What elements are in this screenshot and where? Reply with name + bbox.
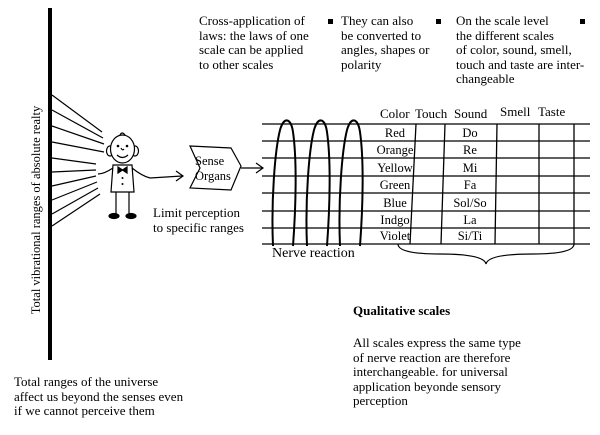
sense-organs-label: Sense Organs (195, 154, 231, 183)
sound-cell: Mi (462, 161, 478, 175)
color-cell: Red (384, 126, 406, 140)
column-header-color: Color (380, 106, 410, 121)
column-header-touch: Touch (415, 106, 448, 121)
column-header-sound: Sound (454, 106, 488, 121)
color-cell: Violet (379, 229, 411, 243)
note-interchangeable: On the scale level the different scales … (456, 13, 585, 86)
nerve-reaction-label: Nerve reaction (272, 246, 355, 261)
note-bullet (580, 19, 585, 24)
limit-perception-label: Limit perception to specific ranges (153, 205, 244, 235)
arrow-to-sense-organs (149, 170, 185, 182)
sound-cell: La (463, 213, 477, 227)
color-cell: Blue (383, 196, 407, 210)
person-figure (97, 132, 151, 220)
qualitative-title: Qualitative scales (353, 303, 451, 318)
qualitative-body: All scales express the same type of nerv… (353, 335, 521, 408)
sound-cell: Re (463, 143, 477, 157)
sound-cell: Fa (463, 178, 477, 192)
table-brace (397, 243, 575, 265)
note-conversion: They can also be converted to angles, sh… (341, 13, 430, 72)
sense-organs-box (189, 145, 242, 191)
color-cell: Green (379, 178, 411, 192)
scale-table-columns (409, 123, 575, 245)
arrow-to-nerve-reaction (241, 162, 265, 174)
color-cell: Orange (376, 143, 414, 157)
note-bullet (328, 19, 333, 24)
color-cell: Indgo (380, 213, 410, 227)
note-bullet (436, 19, 441, 24)
sound-cell: Sol/So (453, 196, 487, 210)
vibration-rays (51, 94, 105, 227)
color-cell: Yellow (377, 161, 413, 175)
universe-text: Total ranges of the universe affect us b… (14, 374, 184, 418)
sound-cell: Si/Ti (457, 229, 483, 243)
scale-table-lines (262, 123, 590, 245)
column-header-taste: Taste (538, 104, 566, 119)
sound-cell: Do (462, 126, 478, 140)
absolute-reality-label: Total vibrational ranges of absolute rea… (29, 105, 43, 315)
note-cross-application: Cross-application of laws: the laws of o… (199, 13, 309, 72)
nerve-reaction-loops (271, 119, 364, 247)
column-header-smell: Smell (500, 104, 531, 119)
